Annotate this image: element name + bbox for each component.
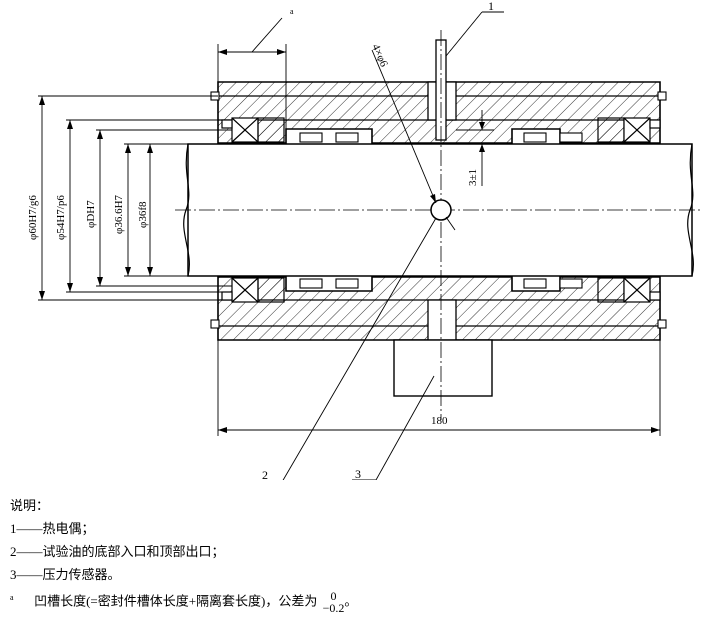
overall-length-dimension xyxy=(217,340,661,436)
tolerance-upper: 0 xyxy=(330,589,337,604)
center-port-bottom xyxy=(427,299,457,341)
dim-hole: 4×φ6 xyxy=(369,42,390,69)
seal-right-top xyxy=(597,117,661,143)
callout-2: 2 xyxy=(262,468,268,480)
dim-gap: 3±1 xyxy=(467,169,479,186)
notes-title: 说明： xyxy=(10,498,50,513)
callout-note-a: a xyxy=(290,7,294,16)
seal-left-bottom xyxy=(221,277,285,303)
footnote-end: 。 xyxy=(344,593,358,609)
tolerance-lower: −0.2 xyxy=(322,601,345,616)
seal-right-bottom xyxy=(597,277,661,303)
tolerance: 0 −0.2 xyxy=(323,590,345,614)
footnote-mark: a xyxy=(10,593,14,602)
groove-length-dimension xyxy=(217,17,287,130)
o-ring-marks xyxy=(210,91,667,329)
callout-1: 1 xyxy=(488,0,494,13)
hole-leader xyxy=(371,49,456,231)
footnote-text: 凹槽长度(=密封件槽体长度+隔离套长度)，公差为 xyxy=(34,593,318,609)
diameter-dimensions xyxy=(38,95,232,301)
dim-d366: φ36.6H7 xyxy=(113,194,125,234)
note-item-2: 2——试验油的底部入口和顶部出口； xyxy=(10,544,225,559)
callout-leaders xyxy=(282,11,504,480)
centerlines xyxy=(175,30,700,420)
callout-3: 3 xyxy=(355,467,361,480)
test-fixture-section-drawing: φ60H7/g6 φ54H7/p6 φDH7 φ36.6H7 φ36f8 a 1… xyxy=(27,0,700,480)
inlet-outlet-hole xyxy=(430,199,452,221)
note-item-1: 1——热电偶； xyxy=(10,521,95,536)
dim-d54: φ54H7/p6 xyxy=(55,195,67,240)
dim-d36: φ36f8 xyxy=(137,201,149,228)
dim-dDH: φDH7 xyxy=(85,200,97,228)
notes-section: 说明： 1——热电偶； 2——试验油的底部入口和顶部出口； 3——压力传感器。 … xyxy=(10,494,700,614)
dimension-arrows xyxy=(39,96,153,300)
dim-length: 180 xyxy=(431,415,448,427)
footnote: a 凹槽长度(=密封件槽体长度+隔离套长度)，公差为 0 −0.2 。 xyxy=(10,586,700,614)
dim-d60: φ60H7/g6 xyxy=(27,195,39,240)
pressure-sensor xyxy=(393,339,493,397)
note-item-3: 3——压力传感器。 xyxy=(10,567,121,582)
